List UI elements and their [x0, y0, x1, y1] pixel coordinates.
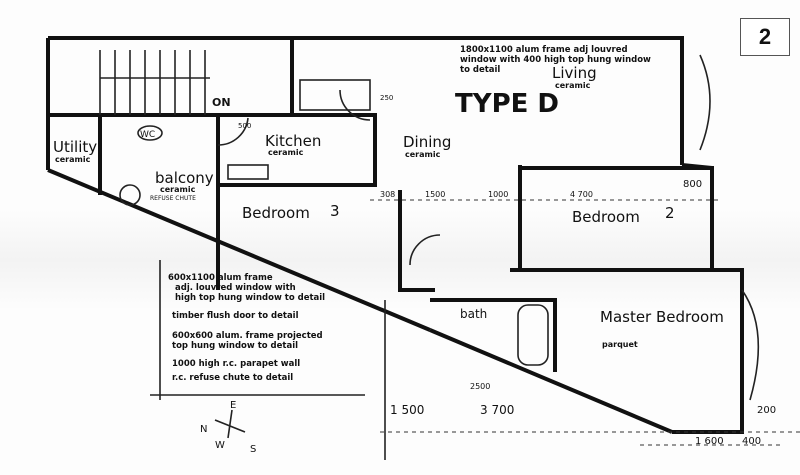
svg-text:E: E	[230, 400, 236, 411]
finish-dining: ceramic	[405, 150, 441, 159]
dimensions: 308 1500 1000 4 700 800 2500 1 500 3 700…	[238, 94, 776, 447]
room-bedroom-2-number: 2	[665, 204, 675, 222]
svg-text:308: 308	[380, 190, 395, 199]
svg-text:400: 400	[742, 436, 761, 447]
svg-text:S: S	[250, 444, 256, 455]
svg-text:high top hung window to detail: high top hung window to detail	[175, 293, 325, 303]
svg-text:600x600 alum. frame projected: 600x600 alum. frame projected	[172, 331, 323, 341]
svg-text:1 500: 1 500	[390, 403, 424, 417]
svg-text:2500: 2500	[470, 382, 490, 391]
finish-living: ceramic	[555, 81, 591, 90]
room-kitchen: Kitchen	[265, 132, 321, 150]
svg-text:1000 high r.c. parapet wall: 1000 high r.c. parapet wall	[172, 359, 300, 369]
refuse-chute-label: REFUSE CHUTE	[150, 195, 196, 202]
room-bedroom-3-number: 3	[330, 202, 340, 220]
sink	[227, 164, 269, 180]
spec-notes: 600x1100 alum frame adj. louvred window …	[168, 273, 325, 383]
window-note: 1800x1100 alum frame adj louvred window …	[460, 45, 651, 75]
room-wc: WC	[140, 130, 155, 140]
svg-text:W: W	[215, 440, 225, 451]
plan-title: TYPE D	[455, 89, 559, 119]
finish-master-bedroom: parquet	[602, 340, 638, 349]
svg-text:4 700: 4 700	[570, 190, 593, 199]
dimension-lines	[370, 199, 800, 446]
room-master-bedroom: Master Bedroom	[600, 308, 724, 326]
room-bath: bath	[460, 307, 487, 321]
room-utility: Utility	[53, 138, 97, 156]
svg-text:800: 800	[683, 179, 702, 190]
svg-text:200: 200	[757, 405, 776, 416]
svg-text:250: 250	[380, 94, 393, 102]
fixtures	[119, 79, 549, 366]
svg-text:600x1100 alum frame: 600x1100 alum frame	[168, 273, 273, 283]
label-on: ON	[212, 96, 231, 109]
svg-text:r.c. refuse chute to detail: r.c. refuse chute to detail	[172, 373, 293, 383]
refuse-chute	[119, 184, 141, 206]
svg-text:500: 500	[238, 122, 251, 130]
room-balcony: balcony	[155, 169, 214, 187]
svg-text:to detail: to detail	[460, 65, 500, 75]
svg-text:1500: 1500	[425, 190, 445, 199]
svg-text:1800x1100 alum frame adj louvr: 1800x1100 alum frame adj louvred	[460, 45, 628, 55]
staircase	[99, 50, 210, 115]
fridge-space	[299, 79, 371, 111]
svg-text:1000: 1000	[488, 190, 508, 199]
svg-text:1 600: 1 600	[695, 436, 724, 447]
room-bedroom-3: Bedroom	[242, 204, 310, 222]
finish-kitchen: ceramic	[268, 148, 304, 157]
sheet-number-badge: 2	[740, 18, 790, 56]
svg-text:3 700: 3 700	[480, 403, 514, 417]
wc-pan	[137, 125, 163, 141]
room-bedroom-2: Bedroom	[572, 208, 640, 226]
finish-balcony: ceramic	[160, 185, 196, 194]
compass-icon: E W S N	[200, 400, 256, 455]
room-living: Living	[552, 64, 597, 82]
svg-text:N: N	[200, 424, 207, 435]
bathtub	[517, 304, 549, 366]
walls	[46, 36, 744, 460]
svg-text:adj. louvred window with: adj. louvred window with	[175, 283, 296, 293]
svg-text:window with 400 high top hung: window with 400 high top hung window	[460, 55, 651, 65]
svg-text:top hung window to detail: top hung window to detail	[172, 341, 298, 351]
finish-utility: ceramic	[55, 155, 91, 164]
door-swings	[217, 54, 760, 401]
svg-text:timber flush door to detail: timber flush door to detail	[172, 311, 299, 321]
room-dining: Dining	[403, 133, 451, 151]
